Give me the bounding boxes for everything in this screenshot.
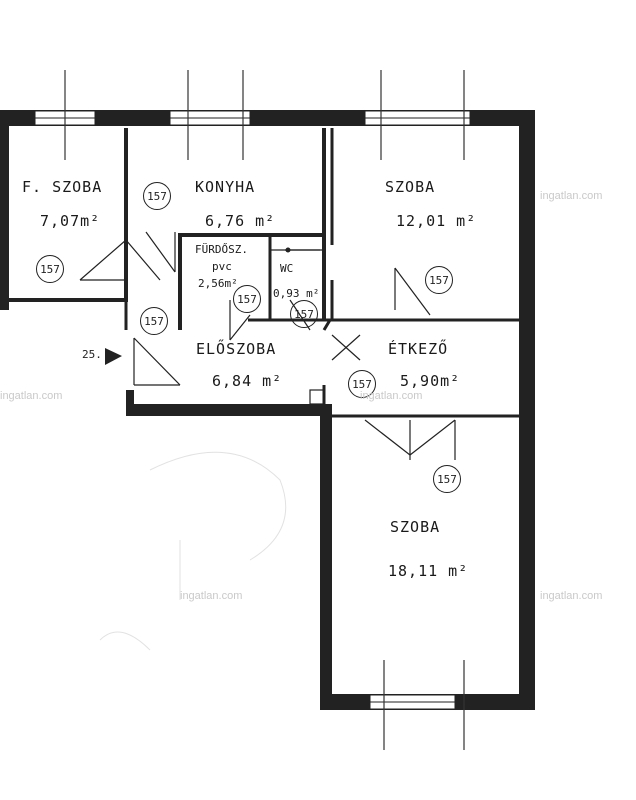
watermark: ingatlan.com: [540, 190, 603, 202]
room-name-wc: WC: [280, 262, 294, 275]
watermark: ingatlan.com: [360, 390, 423, 402]
room-name-furdo: FÜRDŐSZ.: [195, 243, 248, 256]
entrance-arrow: [105, 348, 122, 365]
height-marker: 157: [233, 285, 261, 313]
height-marker: 157: [140, 307, 168, 335]
watermark: ingatlan.com: [0, 390, 63, 402]
room-area-wc: 0,93 m²: [273, 287, 320, 300]
room-area-furdo: 2,56m²: [198, 277, 238, 290]
fixture-dot: [285, 247, 291, 253]
room-name-eloszoba: ELŐSZOBA: [196, 340, 277, 358]
height-marker: 157: [143, 182, 171, 210]
watermark: ingatlan.com: [540, 590, 603, 602]
room-name-szoba-1: SZOBA: [385, 178, 436, 196]
room-area-konyha: 6,76 m²: [205, 212, 276, 230]
height-marker: 157: [425, 266, 453, 294]
room-name-etkezo: ÉTKEZŐ: [388, 340, 449, 358]
room-subtitle-furdo: pvc: [212, 260, 232, 273]
room-name-szoba-2: SZOBA: [390, 518, 441, 536]
room-area-szoba-1: 12,01 m²: [396, 212, 477, 230]
height-marker: 157: [36, 255, 64, 283]
background-marks: [99, 451, 287, 651]
exterior-walls: [0, 110, 535, 710]
room-area-szoba-2: 18,11 m²: [388, 562, 469, 580]
room-name-konyha: KONYHA: [195, 178, 256, 196]
entrance-label: 25.: [82, 348, 102, 361]
windows: [34, 110, 471, 710]
room-name-f-szoba: F. SZOBA: [22, 178, 103, 196]
room-area-f-szoba: 7,07m²: [40, 212, 101, 230]
height-marker: 157: [290, 300, 318, 328]
height-marker: 157: [348, 370, 376, 398]
room-area-etkezo: 5,90m²: [400, 372, 461, 390]
door-swings: [79, 231, 456, 460]
interior-walls: [9, 128, 519, 418]
height-marker: 157: [433, 465, 461, 493]
dimension-lines: [64, 70, 465, 750]
watermark: ingatlan.com: [180, 590, 243, 602]
room-area-eloszoba: 6,84 m²: [212, 372, 283, 390]
